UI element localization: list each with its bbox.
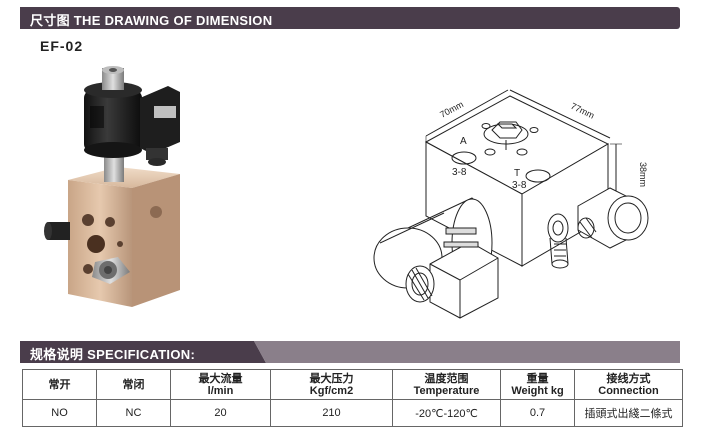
- cell-connection: 插頭式出綫二條式: [574, 399, 683, 427]
- model-number: EF-02: [40, 38, 84, 54]
- spec-banner-tail: [242, 341, 680, 363]
- dim-height-label: 38mm: [638, 162, 648, 187]
- valve-photo: [44, 66, 180, 307]
- dimension-drawing: 70mm 77mm 38mm A 3-8 T 3-8: [373, 89, 649, 319]
- spec-banner-bar: [20, 341, 242, 363]
- banner-bar: [20, 7, 680, 29]
- dimension-banner: 尺寸图 THE DRAWING OF DIMENSION: [20, 7, 680, 29]
- cell-temperature: -20℃-120℃: [392, 399, 501, 427]
- table-row: NO NC 20 210 -20℃-120℃ 0.7 插頭式出綫二條式: [22, 399, 683, 427]
- col-normally-closed: 常闭: [96, 369, 171, 400]
- port-t-size: 3-8: [512, 180, 527, 191]
- cell-normally-closed: NC: [96, 399, 171, 427]
- spec-title: 规格说明 SPECIFICATION:: [30, 347, 196, 362]
- cell-normally-open: NO: [22, 399, 97, 427]
- spec-banner: 规格说明 SPECIFICATION:: [20, 341, 680, 363]
- dim-depth-label: 77mm: [569, 101, 596, 121]
- cell-max-pressure: 210: [270, 399, 393, 427]
- banner-title: 尺寸图 THE DRAWING OF DIMENSION: [30, 13, 273, 28]
- port-a-label: A: [460, 136, 467, 147]
- cell-max-flow: 20: [170, 399, 271, 427]
- port-a-size: 3-8: [452, 167, 467, 178]
- port-t-label: T: [514, 168, 520, 179]
- col-normally-open: 常开: [22, 369, 97, 400]
- cell-weight: 0.7: [500, 399, 575, 427]
